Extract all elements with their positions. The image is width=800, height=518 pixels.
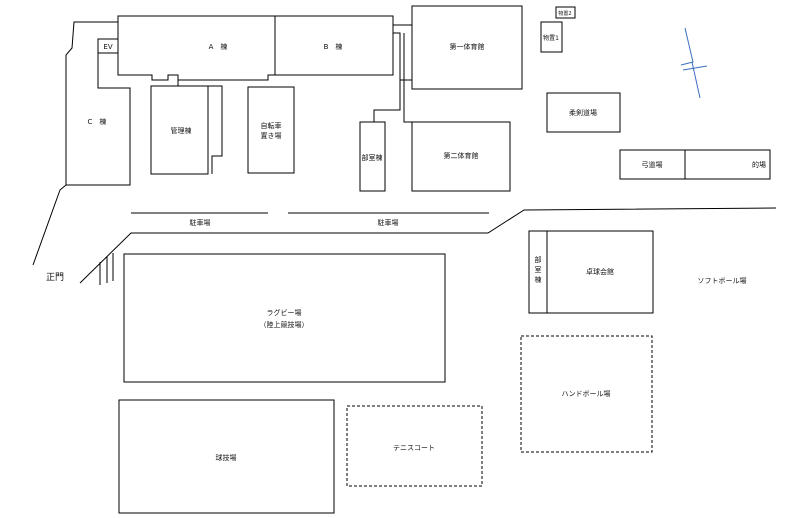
storage-1[interactable] bbox=[540, 21, 563, 53]
target-area-label: 的場 bbox=[752, 160, 766, 169]
main-gate-label: 正門 bbox=[46, 272, 64, 283]
table-tennis-hall-label: 卓球会館 bbox=[586, 267, 614, 276]
parking-right-label: 駐車場 bbox=[378, 218, 399, 227]
club-room-2-char-3: 棟 bbox=[535, 275, 542, 284]
elevator-label: EV bbox=[103, 43, 112, 51]
corridor-b-gym bbox=[373, 24, 412, 123]
tennis-court-label: テニスコート bbox=[393, 444, 435, 452]
admin-building-annex bbox=[208, 85, 223, 174]
ball-game-field[interactable] bbox=[118, 399, 335, 514]
club-room-building-label: 部室棟 bbox=[362, 153, 383, 162]
storage-2-label: 物置2 bbox=[558, 10, 571, 17]
gym-1-label: 第一体育館 bbox=[450, 42, 485, 51]
bicycle-parking-label-2: 置き場 bbox=[261, 131, 282, 140]
gym-2[interactable] bbox=[411, 121, 511, 192]
club-room-building[interactable] bbox=[359, 121, 386, 192]
admin-building[interactable] bbox=[150, 85, 209, 175]
north-arrow-icon bbox=[680, 27, 708, 99]
building-b[interactable] bbox=[274, 15, 394, 76]
rugby-field-label-2: （陸上競技場） bbox=[260, 320, 309, 329]
bicycle-parking-label-1: 自転車 bbox=[261, 121, 282, 130]
rugby-field[interactable] bbox=[123, 253, 446, 383]
ball-game-field-label: 球技場 bbox=[216, 453, 237, 462]
handball-court-label: ハンドボール場 bbox=[562, 389, 611, 398]
judo-kendo-hall[interactable] bbox=[546, 92, 621, 133]
club-room-2-char-1: 部 bbox=[535, 255, 542, 264]
archery-range-label: 弓道場 bbox=[642, 160, 663, 169]
storage-1-label: 物置1 bbox=[543, 34, 559, 42]
club-room-2-char-2: 室 bbox=[535, 265, 542, 274]
gate-road bbox=[32, 184, 114, 285]
rugby-field-label-1: ラグビー場 bbox=[267, 308, 302, 317]
building-c-label: C 棟 bbox=[88, 117, 107, 126]
gym-2-label: 第二体育館 bbox=[444, 151, 479, 160]
softball-field-label: ソフトボール場 bbox=[698, 276, 747, 285]
target-area[interactable] bbox=[684, 149, 771, 180]
handball-court[interactable] bbox=[520, 335, 653, 453]
gym-1[interactable] bbox=[411, 5, 523, 90]
judo-kendo-hall-label: 柔剣道場 bbox=[569, 108, 597, 117]
building-a[interactable] bbox=[117, 15, 276, 81]
bicycle-parking[interactable] bbox=[247, 86, 295, 174]
table-tennis-hall[interactable] bbox=[546, 230, 654, 314]
storage-2[interactable] bbox=[555, 6, 576, 19]
main-road bbox=[79, 207, 777, 284]
archery-range[interactable] bbox=[619, 149, 686, 180]
admin-building-label: 管理棟 bbox=[171, 126, 192, 135]
building-b-label: B 棟 bbox=[324, 42, 343, 51]
parking-left-label: 駐車場 bbox=[190, 218, 211, 227]
tennis-court[interactable] bbox=[346, 405, 483, 487]
building-a-label: A 棟 bbox=[209, 42, 228, 51]
